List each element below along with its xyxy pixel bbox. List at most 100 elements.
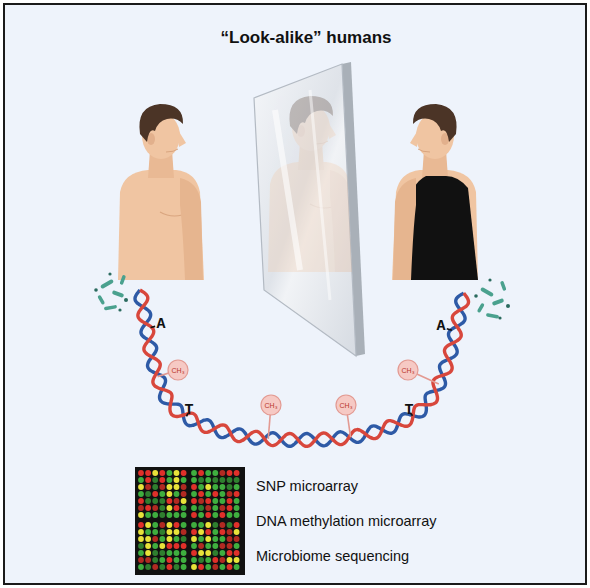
array-spot [220,557,226,563]
array-spot [159,484,165,490]
methyl-circle [336,395,356,415]
array-spot [145,512,151,518]
array-spot [174,550,180,556]
array-spot [159,522,165,528]
array-spot [198,564,204,570]
array-spot [198,484,204,490]
array-spot [234,505,240,511]
array-spot [220,505,226,511]
dna-strand [138,290,469,446]
array-spot [174,505,180,511]
methyl-circle [398,360,418,380]
array-spot [205,470,211,476]
array-spot [234,484,240,490]
array-spot [212,477,218,483]
array-spot [145,564,151,570]
array-spot [167,557,173,563]
array-spot [198,522,204,528]
array-spot [159,505,165,511]
array-spot [167,491,173,497]
methyl-label: CH₃ [397,359,419,381]
array-spot [198,470,204,476]
array-spot [167,564,173,570]
array-spot [152,470,158,476]
array-spot [167,470,173,476]
array-spot [227,550,233,556]
array-spot [159,564,165,570]
microarray-chip [135,467,245,575]
array-spot [234,543,240,549]
array-spot [181,491,187,497]
array-spot [138,557,144,563]
array-spot [181,498,187,504]
dna-helix [135,290,469,446]
array-spot [167,543,173,549]
array-spot [138,505,144,511]
array-spot [167,536,173,542]
array-spot [234,536,240,542]
array-spot [191,550,197,556]
person-body [392,104,478,280]
array-spot [191,536,197,542]
methyl-group: CH₃ [397,359,419,381]
nucleotide-letter: A [156,317,165,334]
array-spot [138,470,144,476]
array-spot [138,536,144,542]
array-spot [159,491,165,497]
array-spot [138,498,144,504]
array-spot [138,529,144,535]
array-spot [152,536,158,542]
array-spot [227,484,233,490]
microarray-image [135,467,245,575]
array-spot [234,529,240,535]
array-spot [152,491,158,497]
array-spot [227,491,233,497]
array-spot [138,522,144,528]
array-spot [152,529,158,535]
array-spot [212,498,218,504]
array-spot [167,522,173,528]
person-left [118,104,204,280]
array-spot [152,522,158,528]
array-spot [167,498,173,504]
array-spot [191,505,197,511]
methyl-label: CH₃ [260,394,282,416]
array-spot [181,477,187,483]
array-spot [181,550,187,556]
array-spot [227,470,233,476]
person-arm [393,178,416,280]
array-spot [234,512,240,518]
array-spot [174,491,180,497]
methyl-group: CH₃ [335,394,357,416]
methyl-group: CH₃ [260,394,282,416]
bacteria-cluster [94,272,128,311]
array-spot [159,477,165,483]
array-spot [198,529,204,535]
array-spot [152,557,158,563]
array-spot [174,543,180,549]
array-spot [234,491,240,497]
array-spot [205,557,211,563]
array-spot [227,498,233,504]
array-spot [159,557,165,563]
array-spot [191,522,197,528]
array-spot [159,498,165,504]
array-spot [205,536,211,542]
array-spot [191,498,197,504]
array-spot [198,491,204,497]
array-spot [167,484,173,490]
array-spot [159,529,165,535]
methyl-circle [261,395,281,415]
tank-top [406,176,478,280]
array-spot [227,477,233,483]
array-spot [212,484,218,490]
nucleotide-letter: T [404,403,413,420]
array-spot [191,564,197,570]
array-spot [145,550,151,556]
array-spot [205,522,211,528]
array-spot [159,543,165,549]
person-arm [180,178,203,280]
array-spot [181,512,187,518]
array-spot [145,536,151,542]
